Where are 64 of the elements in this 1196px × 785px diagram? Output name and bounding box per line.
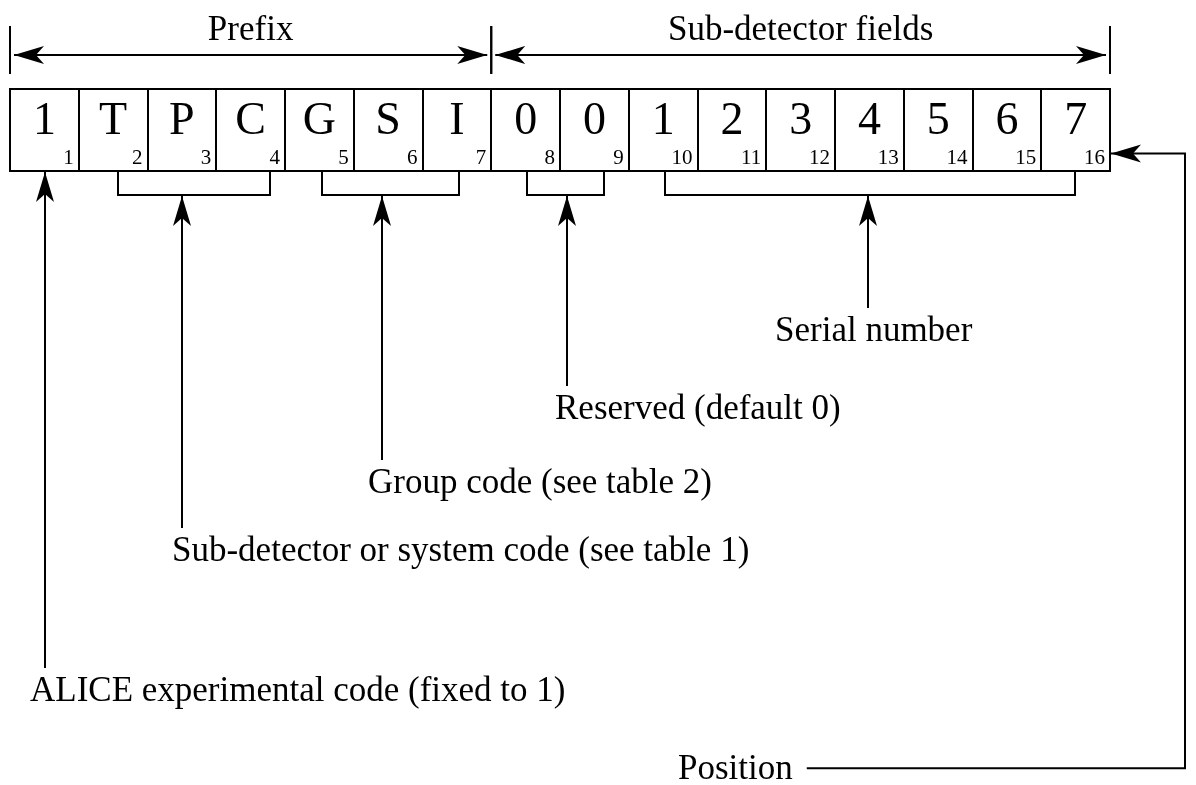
position-number: 14 — [946, 147, 968, 168]
position-number: 5 — [338, 147, 349, 168]
character: 1 — [31, 96, 57, 142]
position-number: 1 — [63, 147, 74, 168]
digit-cell — [215, 88, 286, 172]
character: 4 — [856, 96, 882, 142]
digit-cell — [9, 88, 80, 172]
position-number: 16 — [1084, 147, 1105, 168]
position-number: 6 — [407, 147, 418, 168]
position-number: 4 — [269, 147, 280, 168]
character: T — [98, 96, 129, 142]
character: C — [234, 96, 267, 142]
digit-cell — [1040, 88, 1111, 172]
digit-cell — [77, 88, 149, 172]
bracket — [526, 172, 605, 196]
digit-cell — [559, 88, 630, 172]
bracket — [116, 172, 271, 196]
position-number: 8 — [544, 147, 555, 168]
character: 0 — [581, 96, 607, 142]
character: 3 — [788, 96, 814, 142]
digit-cell — [696, 88, 768, 172]
annotation-text: Sub-detector or system code (see table 1) — [172, 530, 750, 571]
digit-cell — [902, 88, 974, 172]
digit-cell — [834, 88, 905, 172]
annotation-text: Position — [678, 748, 793, 785]
arrow — [859, 195, 877, 309]
arrow — [36, 171, 54, 669]
digit-cell — [421, 88, 493, 172]
position-number: 11 — [741, 147, 762, 168]
position-number: 9 — [613, 147, 624, 168]
digit-cell — [971, 88, 1043, 172]
arrow — [173, 195, 191, 529]
arrow — [805, 144, 1186, 770]
position-number: 3 — [200, 147, 212, 168]
position-number: 15 — [1015, 147, 1037, 168]
position-number: 2 — [132, 147, 143, 168]
digit-cell — [146, 88, 218, 172]
character: 1 — [650, 96, 676, 142]
digit-cell — [627, 88, 699, 172]
character: P — [168, 96, 196, 142]
annotation-text: Serial number — [775, 310, 973, 351]
character: 0 — [513, 96, 539, 142]
character: 6 — [994, 96, 1020, 142]
annotation-text: Group code (see table 2) — [368, 462, 713, 503]
character: 5 — [925, 96, 951, 142]
bracket — [663, 172, 1076, 196]
annotation-text: Reserved (default 0) — [555, 388, 841, 429]
annotation-text: ALICE experimental code (fixed to 1) — [30, 670, 566, 711]
digit-cell — [284, 88, 355, 172]
character: S — [374, 96, 402, 142]
position-number: 7 — [475, 147, 487, 168]
position-number: 10 — [671, 147, 693, 168]
position-number: 13 — [877, 147, 899, 168]
character: 7 — [1063, 96, 1089, 142]
digit-cell — [352, 88, 424, 172]
position-number: 12 — [809, 147, 830, 168]
arrow — [558, 195, 576, 387]
character: 2 — [719, 96, 745, 142]
character: G — [301, 96, 337, 142]
bracket — [321, 172, 461, 196]
digit-cell — [490, 88, 561, 172]
arrow — [373, 195, 391, 461]
digit-cell — [765, 88, 836, 172]
character: I — [448, 96, 466, 142]
